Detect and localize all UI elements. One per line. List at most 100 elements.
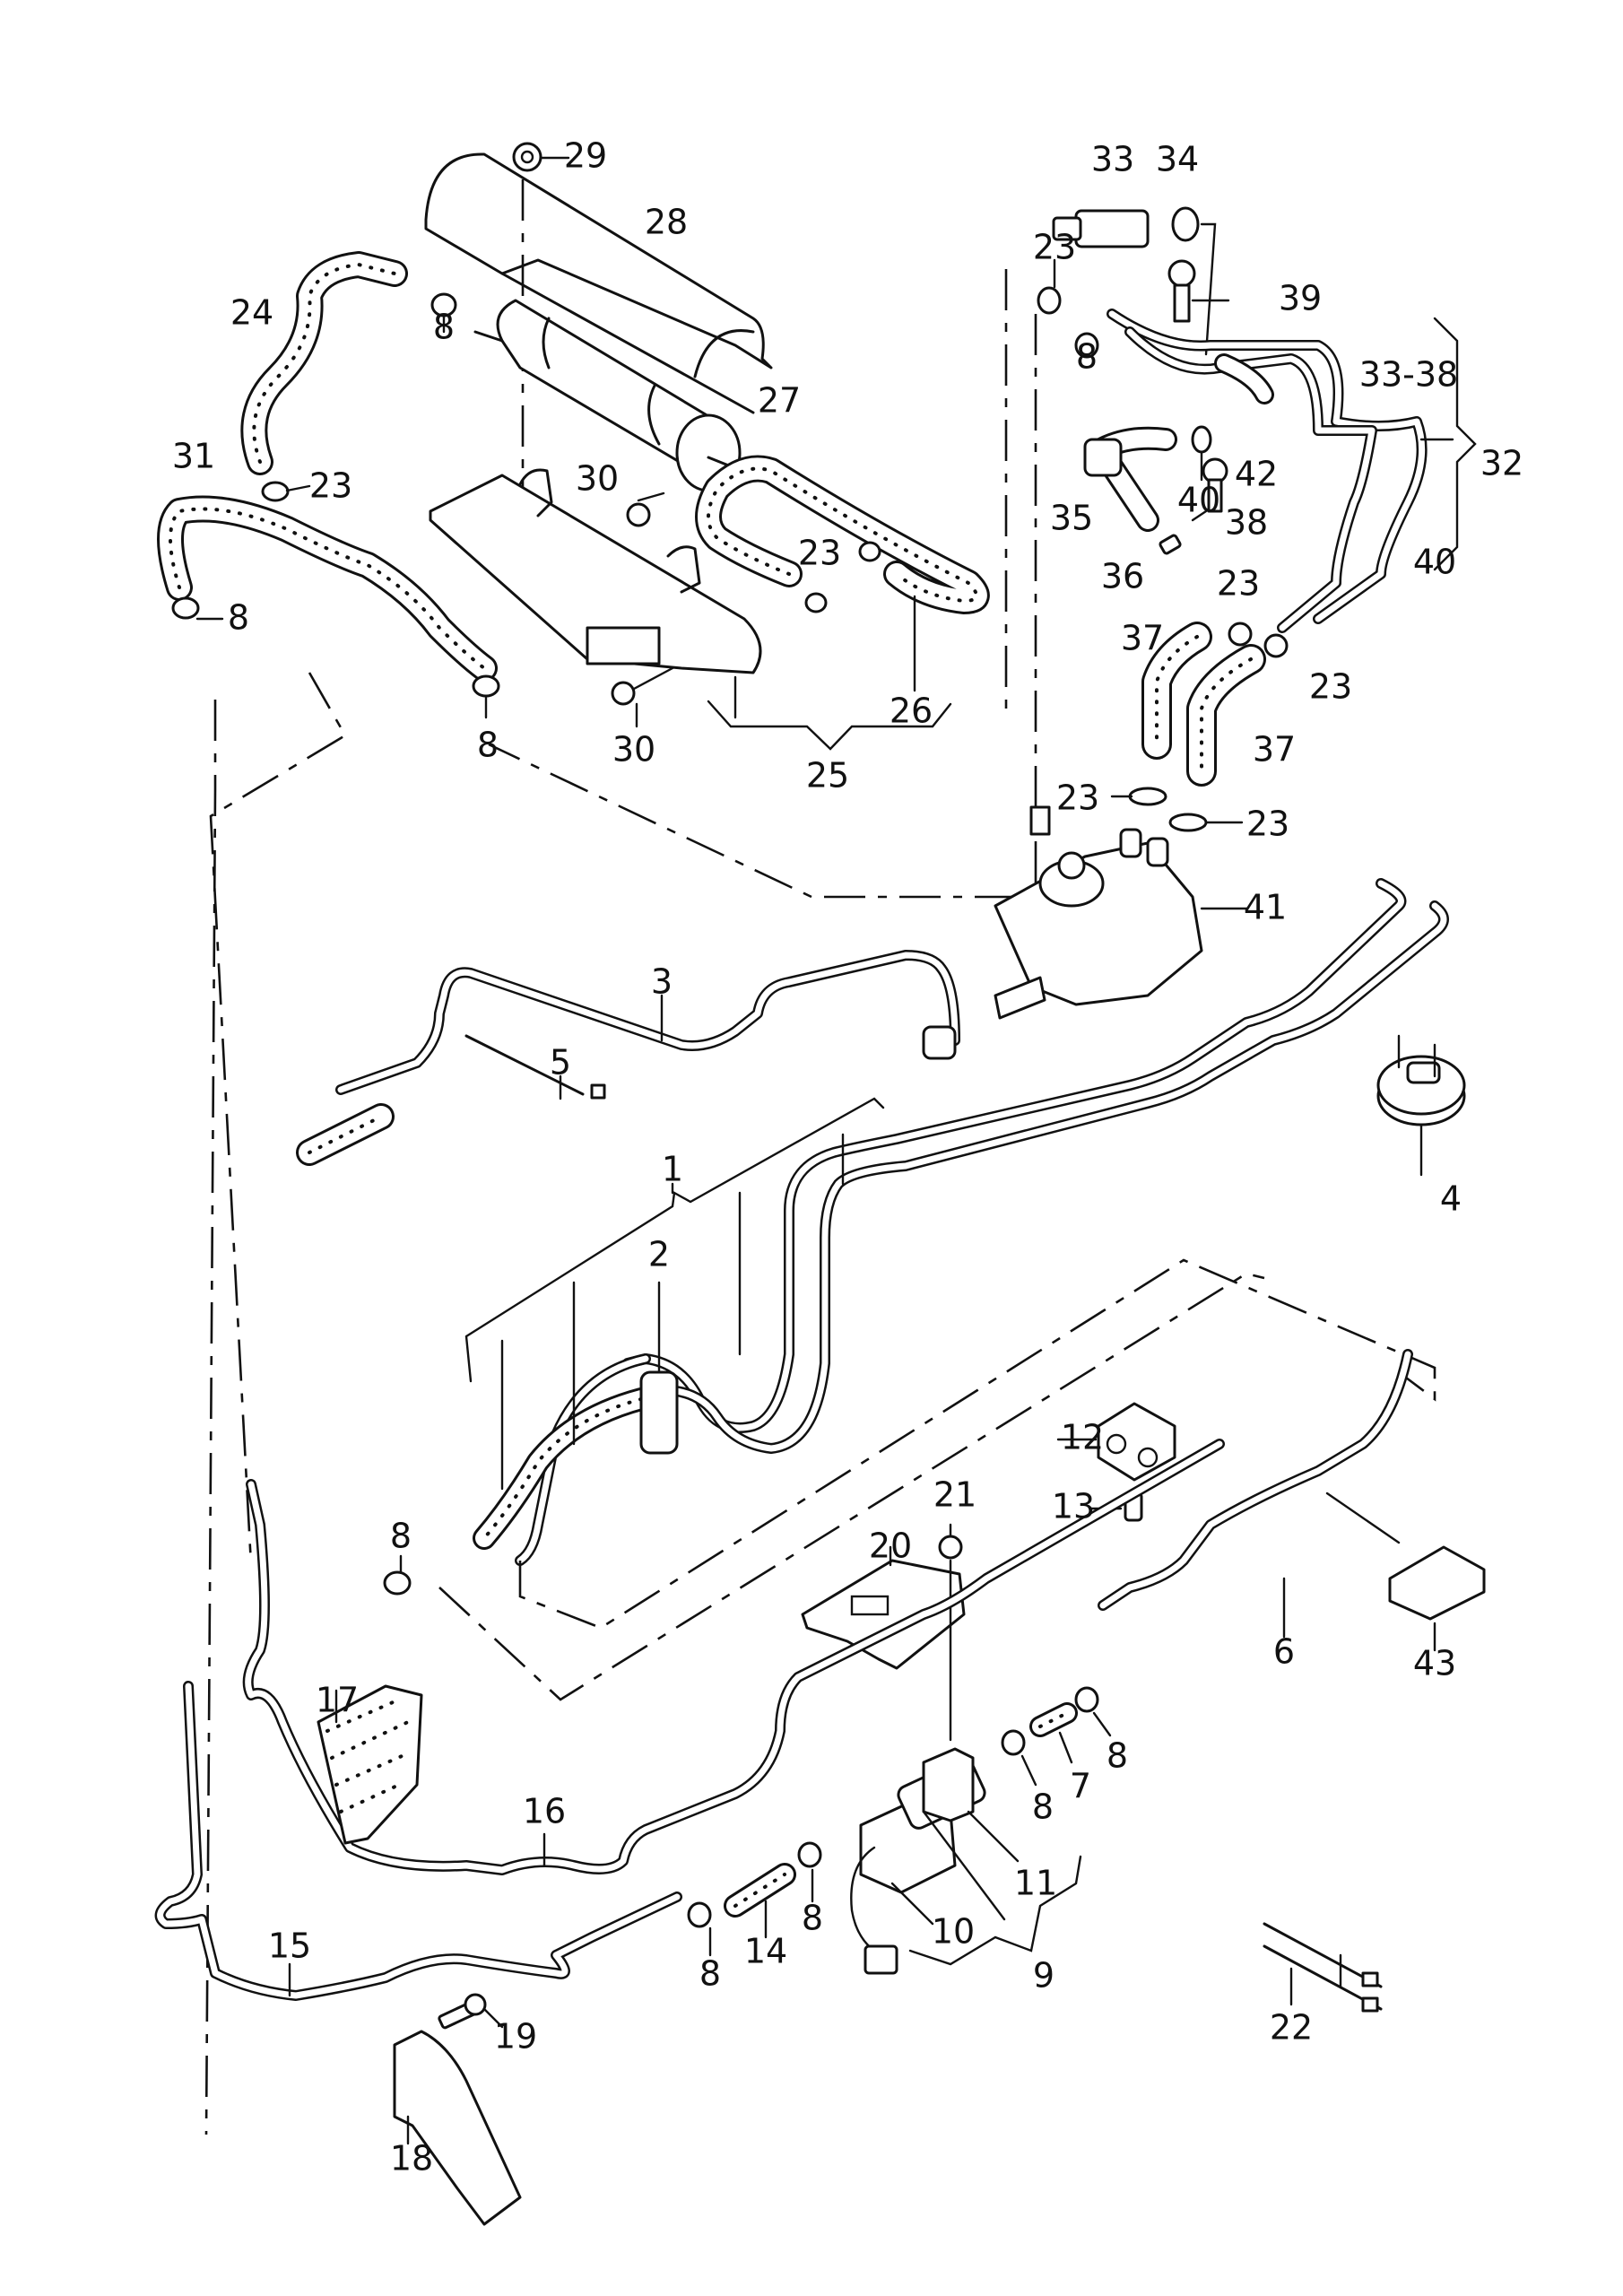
callout-23: 23 — [798, 534, 841, 573]
fuel-sender-flange-4 — [1376, 1034, 1466, 1177]
callout-21: 21 — [933, 1475, 976, 1515]
callout-25: 25 — [806, 756, 849, 796]
filter-bracket — [429, 468, 762, 674]
pipe-holder-12 — [1056, 1402, 1176, 1482]
callout-24: 24 — [230, 293, 273, 333]
hose-31 — [157, 495, 498, 682]
hose-14 — [724, 1863, 796, 1939]
connector-2 — [639, 1281, 679, 1455]
callout-32: 32 — [1480, 444, 1523, 483]
callout-30: 30 — [576, 459, 619, 499]
clamp-8-e — [383, 1554, 412, 1596]
clamp-8-c — [472, 674, 500, 719]
callout-23: 23 — [1217, 564, 1260, 604]
callout-43: 43 — [1413, 1644, 1456, 1683]
nut-30-upper — [626, 491, 665, 527]
fuel-line-15 — [154, 1681, 682, 2001]
hose-7 — [1029, 1702, 1078, 1764]
clamp-8-b — [171, 596, 224, 621]
clamp-8-i — [1074, 1686, 1112, 1737]
callout-2: 2 — [648, 1235, 670, 1274]
callout-14: 14 — [744, 1932, 787, 1971]
bracket-32 — [1433, 317, 1477, 571]
hose-42 — [1214, 353, 1274, 404]
fuel-filter-cover — [424, 152, 773, 414]
callout-labels: 29 28 24 8 27 31 23 30 8 23 26 8 30 25 3… — [172, 136, 1523, 2179]
straps-22 — [1263, 1922, 1383, 2013]
callout-28: 28 — [645, 203, 688, 242]
callout-22: 22 — [1270, 2008, 1313, 2048]
callout-12: 12 — [1061, 1418, 1104, 1457]
callout-23: 23 — [1309, 667, 1352, 707]
callout-8: 8 — [477, 726, 499, 765]
callout-13: 13 — [1052, 1487, 1095, 1526]
fuel-filter — [473, 299, 742, 492]
callout-35: 35 — [1050, 499, 1093, 538]
callout-19: 19 — [494, 2017, 537, 2057]
clamp-8-g — [797, 1841, 822, 1903]
clamp-8-a — [430, 292, 457, 334]
nut-21 — [938, 1523, 963, 1742]
fuel-line-6 — [1098, 1349, 1413, 1639]
callout-8: 8 — [433, 308, 455, 347]
fuel-pipes-32 — [1107, 309, 1428, 633]
clamps-23 — [1110, 622, 1289, 832]
heat-shield-20 — [801, 1545, 966, 1670]
callout-41: 41 — [1244, 888, 1287, 927]
callout-42: 42 — [1235, 455, 1278, 494]
hose-37-a — [1141, 622, 1212, 760]
callout-17: 17 — [316, 1681, 359, 1720]
callout-8: 8 — [228, 598, 249, 638]
pressure-valve-33 — [1052, 206, 1200, 248]
callout-8: 8 — [1076, 337, 1098, 377]
callout-29: 29 — [564, 136, 607, 176]
callout-16: 16 — [523, 1792, 566, 1831]
fuel-line-3 — [335, 950, 960, 1095]
callout-8: 8 — [699, 1954, 721, 1994]
filter-module-9 — [850, 1747, 1082, 1975]
callout-38: 38 — [1225, 503, 1268, 543]
fuel-line-16 — [242, 1439, 1225, 1875]
callout-5: 5 — [550, 1043, 571, 1083]
callout-37: 37 — [1121, 619, 1164, 658]
callout-23: 23 — [1033, 228, 1076, 267]
cable-tie-5 — [464, 1034, 606, 1100]
callout-18: 18 — [390, 2139, 433, 2179]
callout-33-38: 33-38 — [1359, 355, 1458, 395]
high-pressure-pump-41 — [994, 805, 1248, 1020]
clamp-23-c — [1037, 258, 1062, 315]
bracket-25 — [707, 700, 952, 751]
callout-20: 20 — [869, 1526, 912, 1566]
callout-23: 23 — [309, 466, 352, 506]
clamp-8-h — [1001, 1729, 1037, 1787]
nut-30-lower — [611, 666, 674, 728]
callout-34: 34 — [1156, 140, 1199, 179]
callout-40: 40 — [1177, 481, 1220, 520]
clamp-23-a — [261, 481, 311, 502]
clamp-8-f — [687, 1901, 712, 1957]
screw-38 — [1191, 457, 1228, 522]
callout-1: 1 — [662, 1150, 683, 1189]
clip-40 — [1191, 425, 1212, 482]
callout-4: 4 — [1440, 1179, 1462, 1219]
sensor-35 — [1083, 426, 1177, 532]
callout-3: 3 — [651, 962, 673, 1002]
bolt-19 — [438, 1993, 504, 2030]
callout-10: 10 — [932, 1912, 975, 1952]
callout-11: 11 — [1014, 1864, 1057, 1903]
callout-23: 23 — [1056, 778, 1099, 818]
hose-near-2 — [473, 1387, 653, 1550]
insulation-pad-17 — [317, 1684, 423, 1845]
nut-29 — [512, 142, 570, 172]
clamp-23-b — [804, 541, 881, 613]
callout-8: 8 — [802, 1899, 823, 1938]
fuel-line-assembly-1 — [515, 878, 1449, 1566]
hose-26 — [695, 455, 990, 614]
hose-24 — [240, 251, 408, 475]
callout-37: 37 — [1253, 730, 1296, 770]
callout-39: 39 — [1279, 279, 1322, 318]
hose-37-b — [1186, 644, 1266, 787]
hose-end-3 — [296, 1103, 395, 1166]
callout-27: 27 — [758, 381, 801, 421]
